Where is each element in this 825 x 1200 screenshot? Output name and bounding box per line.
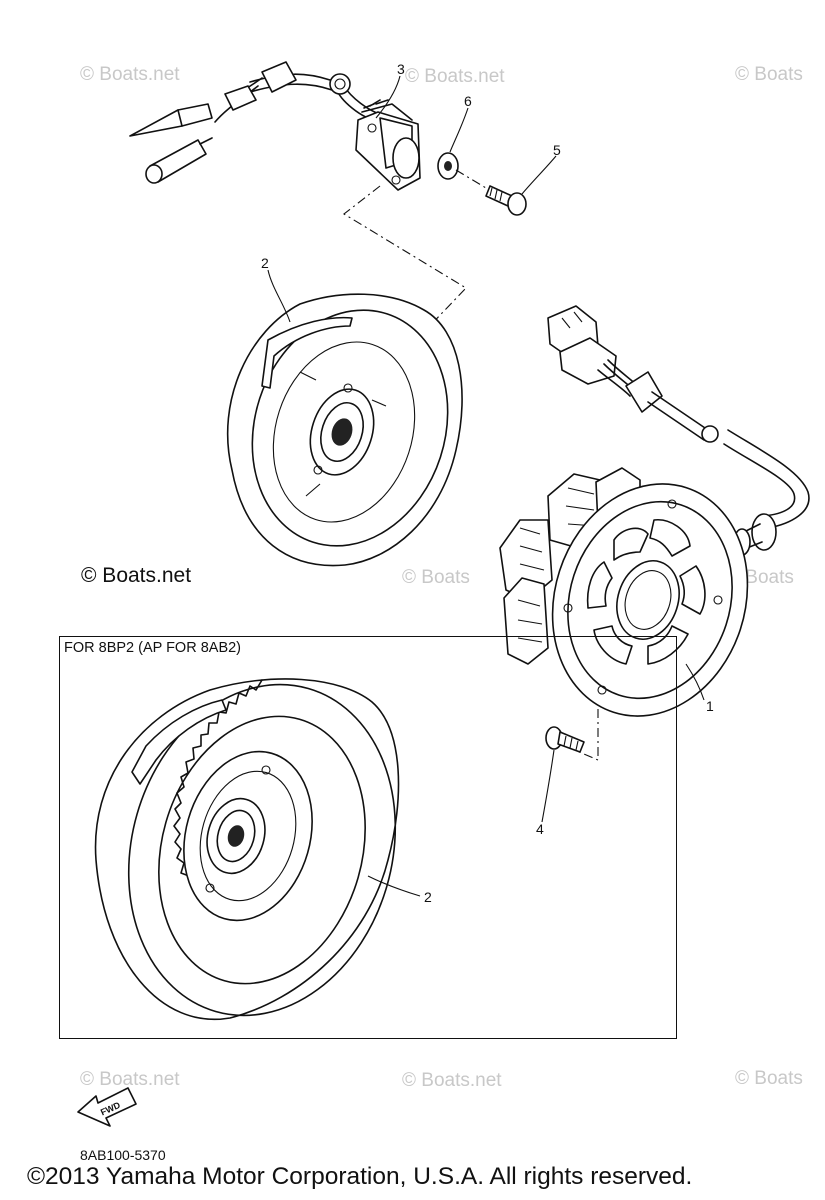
callout-part-5: 5 <box>553 142 561 158</box>
watermark-bottom-center: © Boats.net <box>402 1070 502 1091</box>
watermark-top-right: © Boats <box>735 64 803 85</box>
flywheel-rotor-upper <box>226 293 463 567</box>
callout-part-2-lower: 2 <box>424 889 432 905</box>
leader-part-6 <box>449 107 469 153</box>
assembly-line-screw-6 <box>455 169 487 189</box>
callout-part-6: 6 <box>464 93 472 109</box>
watermark-top-left: © Boats.net <box>80 64 180 85</box>
drawing-number: 8AB100-5370 <box>80 1147 166 1163</box>
copyright-notice: ©2013 Yamaha Motor Corporation, U.S.A. A… <box>27 1163 693 1190</box>
watermark-mid-center: © Boats <box>402 567 470 588</box>
leader-part-5 <box>521 155 557 195</box>
watermark-bottom-right: © Boats <box>735 1068 803 1089</box>
washer-part-6 <box>437 152 459 180</box>
leader-part-1 <box>685 663 705 701</box>
flywheel-rotor-lower <box>94 678 400 1021</box>
callout-part-1: 1 <box>706 698 714 714</box>
leader-part-3 <box>375 75 401 119</box>
leader-part-4 <box>541 749 555 823</box>
watermark-top-center: © Boats.net <box>405 66 505 87</box>
pulser-coil-assembly <box>129 61 421 191</box>
callout-part-2-upper: 2 <box>261 255 269 271</box>
callout-part-3: 3 <box>397 61 405 77</box>
watermark-bottom-left: © Boats.net <box>80 1069 180 1090</box>
screw-part-4 <box>545 726 585 753</box>
leader-part-2-lower <box>367 875 421 897</box>
variant-box <box>59 636 677 1039</box>
callout-part-4: 4 <box>536 821 544 837</box>
stator-assembly <box>499 305 810 717</box>
boats-net-mark: © Boats.net <box>81 564 192 587</box>
forward-arrow-icon: FWD <box>77 1087 137 1127</box>
assembly-line-pulser <box>343 185 467 335</box>
leader-part-2-upper <box>267 269 291 323</box>
watermark-layer: © Boats.net © Boats.net © Boats © Boats … <box>80 64 803 1091</box>
screw-part-5 <box>485 185 527 216</box>
variant-box-label: FOR 8BP2 (AP FOR 8AB2) <box>64 640 242 656</box>
